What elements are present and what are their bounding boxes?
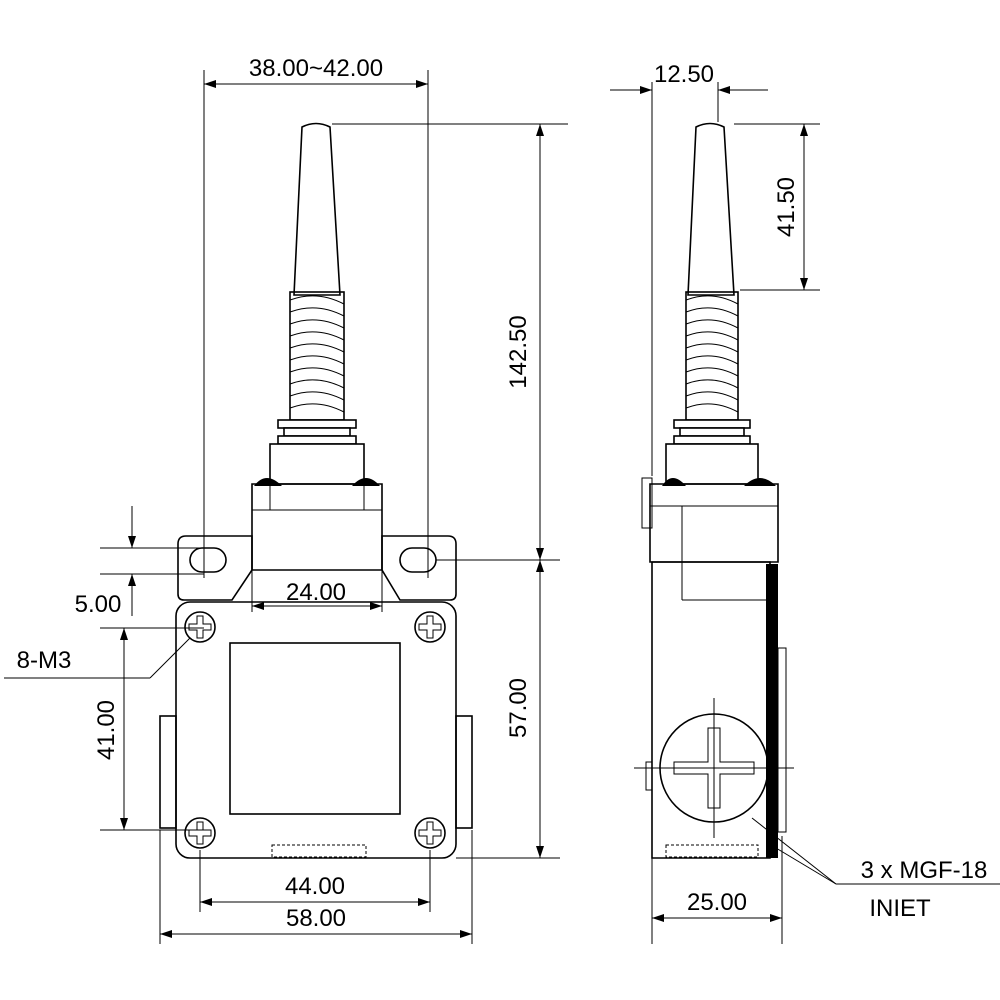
front-flange (177, 535, 253, 601)
side-inlet-marker (665, 844, 759, 858)
dim-side-offset-text: 12.50 (654, 61, 714, 88)
dim-hole-offset: 5.00 (75, 506, 204, 618)
front-label-window (229, 642, 401, 815)
dim-body-width-text: 58.00 (286, 905, 346, 932)
dim-mount-label-text: 8-M3 (17, 647, 72, 674)
dim-neck-width: 24.00 (251, 570, 383, 612)
side-collar (665, 419, 759, 485)
front-boss-left (159, 715, 177, 829)
dim-hole-vertical: 41.00 (93, 627, 204, 831)
front-body (175, 601, 457, 859)
side-actuator-rod (687, 122, 735, 296)
side-body (645, 561, 787, 859)
dim-inlet-sublabel-text: INIET (869, 895, 931, 922)
dim-side-depth: 25.00 (651, 836, 783, 944)
dim-body-height-text: 57.00 (505, 678, 532, 738)
side-screw (634, 698, 794, 838)
dim-neck-width-text: 24.00 (286, 579, 346, 606)
dim-body-width: 58.00 (159, 830, 473, 944)
dim-hole-horizontal-text: 44.00 (285, 873, 345, 900)
dim-actuator-width: 38.00~42.00 (203, 55, 429, 578)
dim-tip-length: 41.50 (734, 123, 820, 291)
dim-hole-offset-text: 5.00 (75, 591, 122, 618)
dim-total-height: 142.50 (332, 123, 568, 561)
front-screws (184, 611, 446, 849)
front-collar (269, 419, 365, 485)
front-actuator-rod (293, 122, 341, 296)
dim-actuator-width-text: 38.00~42.00 (249, 55, 383, 82)
dim-inlet-label: 3 x MGF-18 INIET (751, 817, 1000, 922)
dim-body-height: 57.00 (456, 560, 560, 859)
dim-side-depth-text: 25.00 (687, 889, 747, 916)
front-inlet-marker (271, 844, 367, 858)
side-view: 12.50 41.50 25.00 3 x MGF-18 INIET (610, 61, 1000, 944)
dim-tip-length-text: 41.50 (773, 177, 800, 237)
dim-mount-label: 8-M3 (4, 637, 191, 679)
front-slot-holes (189, 547, 437, 573)
side-spring (685, 291, 739, 421)
front-view: 38.00~42.00 142.50 57.00 5.00 8-M3 (4, 55, 568, 944)
front-boss-right (455, 715, 473, 829)
dim-total-height-text: 142.50 (505, 315, 532, 388)
front-head (251, 478, 383, 571)
dim-hole-horizontal: 44.00 (199, 850, 431, 912)
dim-hole-vertical-text: 41.00 (93, 700, 120, 760)
dim-inlet-label-text: 3 x MGF-18 (861, 857, 988, 884)
dim-side-offset: 12.50 (610, 61, 768, 476)
front-spring (289, 291, 345, 421)
side-head (641, 477, 779, 563)
